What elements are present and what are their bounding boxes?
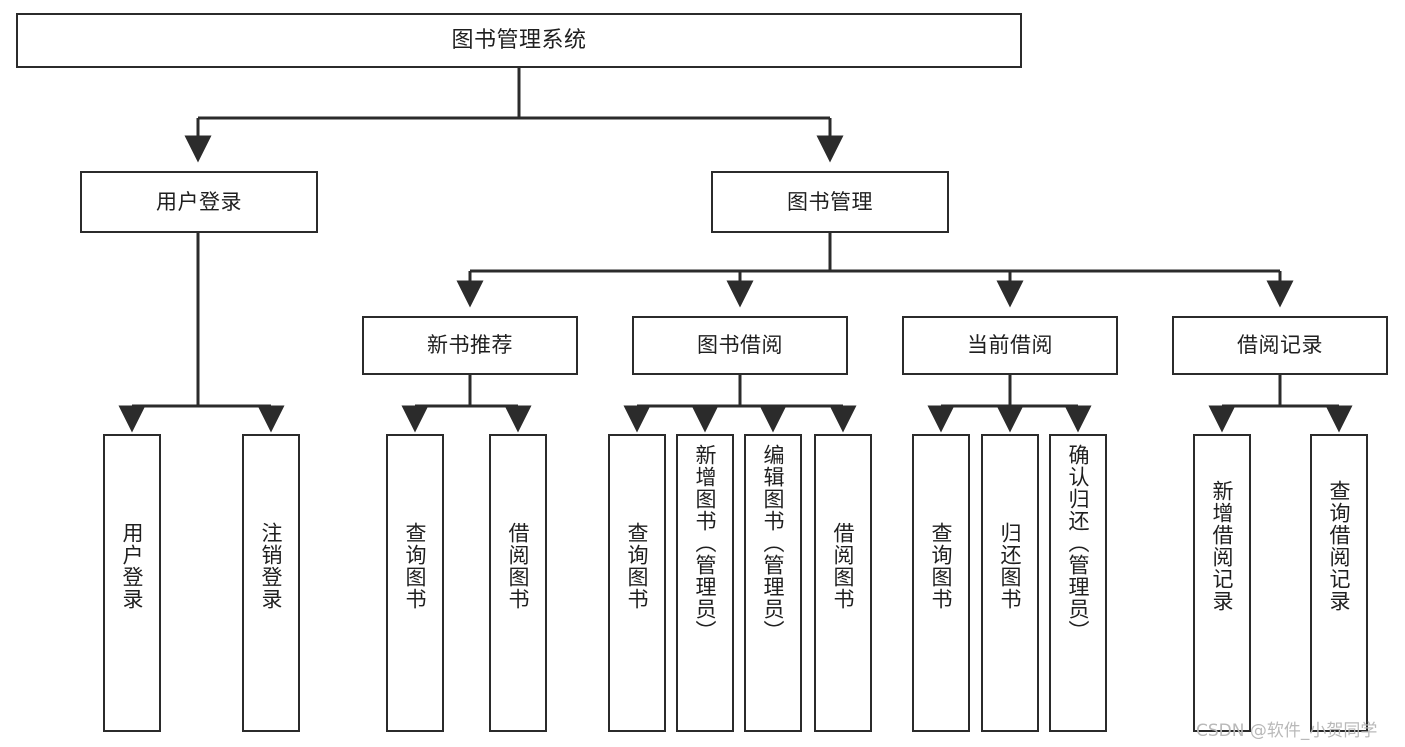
- leaf-add-record-label: 新增借阅记录: [1210, 480, 1235, 612]
- node-root-label: 图书管理系统: [451, 27, 587, 53]
- node-new-book-recommend-label: 新书推荐: [427, 333, 513, 358]
- leaf-add-book[interactable]: 新增图书（管理员）: [676, 434, 734, 732]
- node-borrow-record-label: 借阅记录: [1237, 333, 1323, 358]
- leaf-borrow-book-1[interactable]: 借阅图书: [489, 434, 547, 732]
- leaf-query-book-1-label: 查询图书: [403, 522, 428, 610]
- leaf-user-login[interactable]: 用户登录: [103, 434, 161, 732]
- node-user-login-label: 用户登录: [156, 189, 242, 214]
- node-book-borrow[interactable]: 图书借阅: [632, 316, 848, 375]
- leaf-query-book-3-label: 查询图书: [929, 522, 954, 610]
- leaf-return-book[interactable]: 归还图书: [981, 434, 1039, 732]
- leaf-confirm-return-label: 确认归还（管理员）: [1066, 444, 1091, 642]
- node-current-borrow-label: 当前借阅: [967, 333, 1053, 358]
- leaf-edit-book-label: 编辑图书（管理员）: [761, 444, 786, 642]
- node-book-manage[interactable]: 图书管理: [711, 171, 949, 233]
- leaf-borrow-book-2-label: 借阅图书: [831, 522, 856, 610]
- node-root[interactable]: 图书管理系统: [16, 13, 1022, 68]
- leaf-add-book-label: 新增图书（管理员）: [693, 444, 718, 642]
- leaf-query-book-2[interactable]: 查询图书: [608, 434, 666, 732]
- leaf-borrow-book-1-label: 借阅图书: [506, 522, 531, 610]
- leaf-borrow-book-2[interactable]: 借阅图书: [814, 434, 872, 732]
- leaf-logout[interactable]: 注销登录: [242, 434, 300, 732]
- leaf-query-book-1[interactable]: 查询图书: [386, 434, 444, 732]
- leaf-add-record[interactable]: 新增借阅记录: [1193, 434, 1251, 732]
- node-new-book-recommend[interactable]: 新书推荐: [362, 316, 578, 375]
- leaf-edit-book[interactable]: 编辑图书（管理员）: [744, 434, 802, 732]
- node-book-borrow-label: 图书借阅: [697, 333, 783, 358]
- leaf-confirm-return[interactable]: 确认归还（管理员）: [1049, 434, 1107, 732]
- node-current-borrow[interactable]: 当前借阅: [902, 316, 1118, 375]
- leaf-query-record[interactable]: 查询借阅记录: [1310, 434, 1368, 732]
- node-borrow-record[interactable]: 借阅记录: [1172, 316, 1388, 375]
- leaf-logout-label: 注销登录: [259, 522, 284, 610]
- leaf-return-book-label: 归还图书: [998, 522, 1023, 610]
- leaf-user-login-label: 用户登录: [120, 522, 145, 610]
- watermark: CSDN @软件_小贺同学: [1196, 721, 1378, 741]
- node-book-manage-label: 图书管理: [787, 189, 873, 214]
- leaf-query-book-2-label: 查询图书: [625, 522, 650, 610]
- leaf-query-record-label: 查询借阅记录: [1327, 480, 1352, 612]
- leaf-query-book-3[interactable]: 查询图书: [912, 434, 970, 732]
- node-user-login[interactable]: 用户登录: [80, 171, 318, 233]
